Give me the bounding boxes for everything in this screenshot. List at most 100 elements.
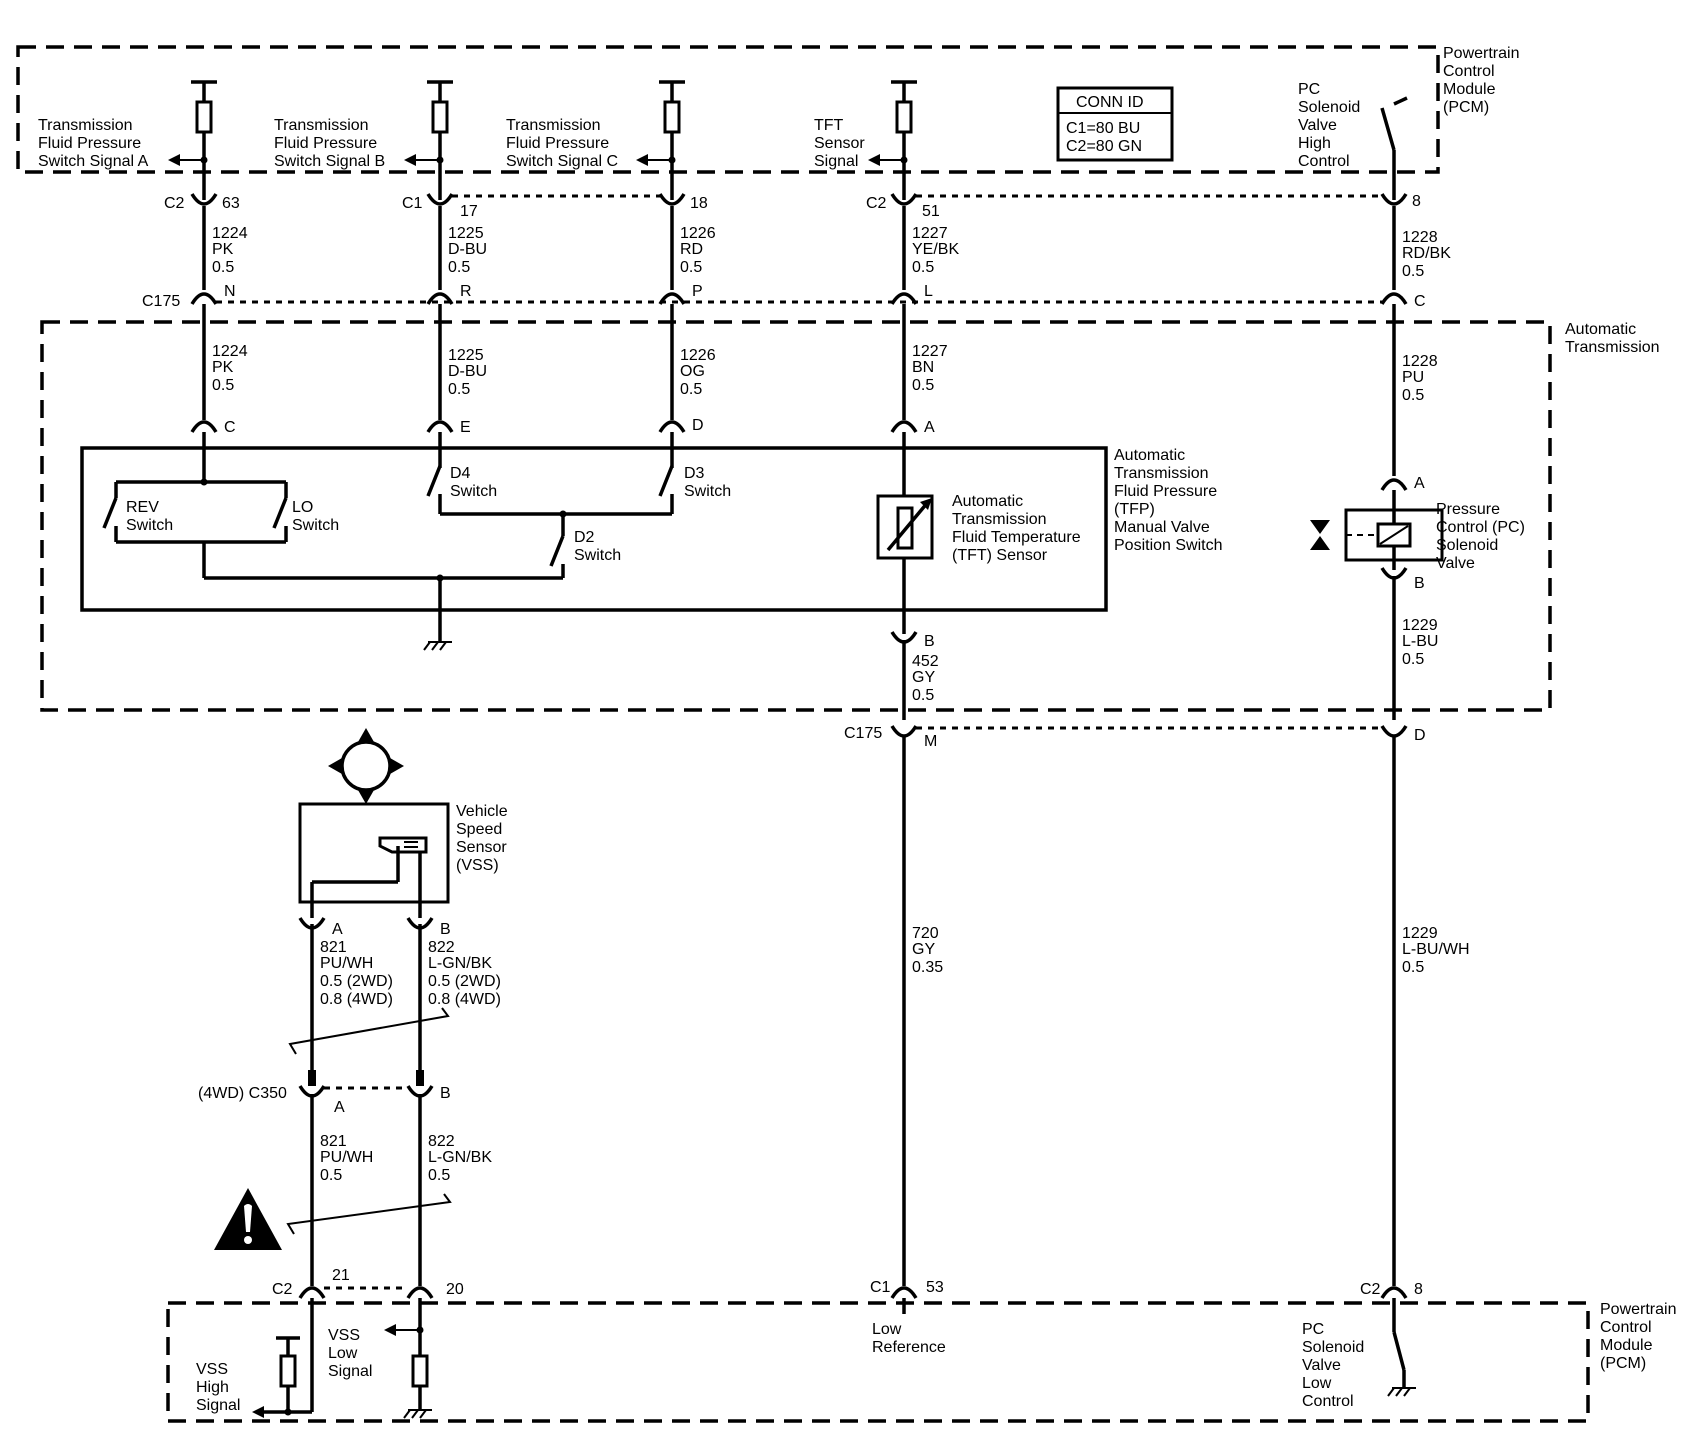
c175-bottom-name: C175 [844,725,882,742]
pcm-input-tft [868,80,917,200]
tfp-pin-e: E [460,419,471,436]
wire-1226-inner: 1226 OG 0.5 [680,347,720,398]
pcm-bottom-vss-a-conn: C2 [272,1281,293,1298]
c175-pin-c: C [1414,293,1426,310]
tfp-signal-c-label: Transmission Fluid Pressure Switch Signa… [506,117,618,170]
pcm-pin-pc-num: 8 [1412,193,1421,210]
pc-low-control-label: PC Solenoid Valve Low Control [1302,1321,1369,1410]
lo-switch-label: LO Switch [292,499,339,534]
wire-1224-inner: 1224 PK 0.5 [212,343,252,394]
pcm-bottom-label: Powertrain Control Module (PCM) [1600,1301,1681,1372]
pcm-bottom-vss-b-pin: 20 [446,1281,464,1298]
vss-twisted-pair-lower [286,1094,452,1286]
pcm-top-connectors [190,193,1408,206]
wire-1225-upper: 1225 D-BU 0.5 [448,225,492,276]
wire-822-lower: 822 L-GN/BK 0.5 [428,1133,496,1184]
tfp-switch-assembly [80,446,1108,612]
wires-c175-to-pcm-bottom [902,736,1396,1286]
wires-pcm-to-c175 [202,206,1396,290]
vss-pin-b: B [440,921,451,938]
tfp-signal-a-label: Transmission Fluid Pressure Switch Signa… [38,117,149,170]
pcm-input-b [404,80,453,200]
pcm-bottom-boundary [166,1301,1590,1423]
pcm-pc-low-driver [1387,1298,1416,1397]
pcm-top-boundary [16,45,1440,174]
rev-switch-label: REV Switch [126,499,173,534]
wires-c175-to-tfp [202,304,1396,476]
c175-pin-n: N [224,283,236,300]
pcm-input-a [168,80,217,200]
c175-pin-l: L [924,283,933,300]
rev-lo-switch-circuit [102,432,563,580]
wire-1228-inner: 1228 PU 0.5 [1402,353,1442,404]
pcm-pin-b-conn: C1 [402,195,423,212]
c175-pin-r: R [460,283,472,300]
wire-821-upper: 821 PU/WH 0.5 (2WD) 0.8 (4WD) [320,939,397,1008]
pcm-bottom-vss-a-pin: 21 [332,1267,350,1284]
wire-1225-inner: 1225 D-BU 0.5 [448,347,492,398]
d2-switch-label: D2 Switch [574,529,621,564]
wire-1224-upper: 1224 PK 0.5 [212,225,252,276]
tft-pin-b: B [924,633,935,650]
c175-top-connector [190,292,1408,305]
pcm-input-c [636,80,685,200]
pc-solenoid-pin-a: A [1414,475,1425,492]
vss-label: Vehicle Speed Sensor (VSS) [456,803,512,874]
wire-720: 720 GY 0.35 [912,925,943,976]
pcm-pin-tft-num: 51 [922,203,940,220]
pcm-vss-low-input [384,1298,432,1419]
conn-id-box: CONN ID C1=80 BU C2=80 GN [1056,86,1174,162]
tft-sensor-thermistor [876,432,934,644]
wire-1226-upper: 1226 RD 0.5 [680,225,720,276]
pcm-bottom-lowref-pin: 53 [926,1279,944,1296]
pcm-pin-a-conn: C2 [164,195,185,212]
c175-bottom-connector [890,725,1408,738]
conn-id-c2: C2=80 GN [1066,138,1142,155]
vss-pin-a: A [332,921,343,938]
wire-1229-inner: 1229 L-BU 0.5 [1402,617,1443,668]
d4-switch-label: D4 Switch [450,465,497,500]
pcm-bottom-pc-pin: 8 [1414,1281,1423,1298]
c350-pin-a: A [334,1099,345,1116]
wire-821-lower: 821 PU/WH 0.5 [320,1133,378,1184]
pc-high-control-label: PC Solenoid Valve High Control [1298,81,1365,170]
d3-switch-label: D3 Switch [684,465,731,500]
pcm-bottom-connectors [298,1286,1408,1299]
tfp-pin-c: C [224,419,236,436]
c350-pin-b: B [440,1085,451,1102]
vss-low-signal-label: VSS Low Signal [328,1327,372,1380]
pcm-pin-a-num: 63 [222,195,240,212]
tfp-pin-d: D [692,417,704,434]
tft-sensor-label: Automatic Transmission Fluid Temperature… [952,493,1085,564]
tfp-assembly-label: Automatic Transmission Fluid Pressure (T… [1114,447,1223,554]
c175-pin-m: M [924,733,937,750]
pc-solenoid-label: Pressure Control (PC) Solenoid Valve [1436,501,1529,572]
warning-triangle-icon [214,1188,282,1250]
wire-1229-lower: 1229 L-BU/WH 0.5 [1402,925,1474,976]
vss-reluctor-wheel-icon [328,728,404,804]
wire-1227-inner: 1227 BN 0.5 [912,343,952,394]
pcm-pin-c-num: 18 [690,195,708,212]
pc-solenoid-pin-b: B [1414,575,1425,592]
tfp-pin-a: A [924,419,935,436]
tfp-connector [190,420,918,433]
pcm-pc-high-driver [1380,96,1408,200]
wire-452: 452 GY 0.5 [912,653,943,704]
c350-connector [298,1070,434,1098]
wire-822-upper: 822 L-GN/BK 0.5 (2WD) 0.8 (4WD) [428,939,505,1008]
wire-1228-upper: 1228 RD/BK 0.5 [1402,229,1455,280]
c175-pin-p: P [692,283,703,300]
tft-signal-label: TFT Sensor Signal [814,117,869,170]
wire-1227-upper: 1227 YE/BK 0.5 [912,225,964,276]
pcm-bottom-pc-conn: C2 [1360,1281,1381,1298]
pcm-bottom-lowref-conn: C1 [870,1279,891,1296]
pcm-vss-high-input [252,1298,314,1418]
vss-high-signal-label: VSS High Signal [196,1361,240,1414]
pcm-pin-b-num: 17 [460,203,478,220]
pc-solenoid-valve [1310,478,1444,720]
d-switch-circuit [423,432,674,651]
conn-id-c1: C1=80 BU [1066,120,1140,137]
pcm-pin-tft-conn: C2 [866,195,887,212]
